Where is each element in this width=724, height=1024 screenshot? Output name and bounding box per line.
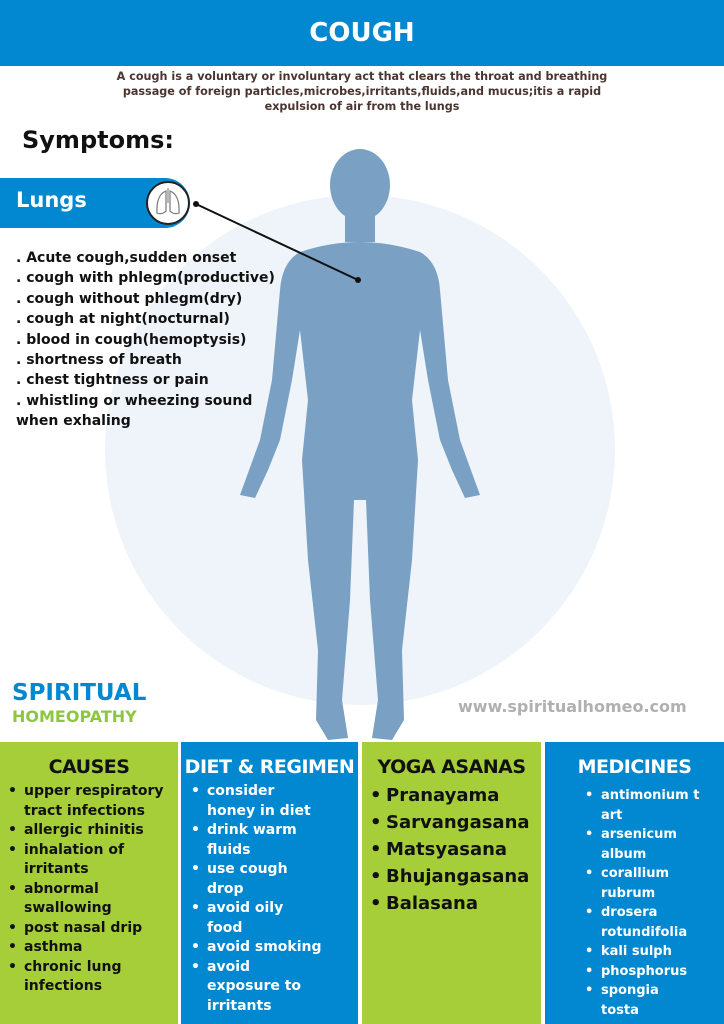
list-item: drink warm fluids bbox=[183, 821, 303, 860]
body-figure bbox=[105, 149, 615, 740]
symptom-item: . Acute cough,sudden onset bbox=[16, 250, 237, 266]
column-title: YOGA ASANAS bbox=[377, 756, 526, 778]
brand-line1: SPIRITUAL bbox=[12, 680, 147, 706]
list-item: avoid oily food bbox=[183, 899, 293, 938]
list-item: antimonium tart bbox=[577, 786, 707, 825]
symptom-list: . Acute cough,sudden onset . cough with … bbox=[16, 248, 275, 432]
symptom-item: . cough at night(nocturnal) bbox=[16, 311, 230, 328]
list-item: Sarvangasana bbox=[362, 809, 541, 836]
list-item: drosera rotundifolia bbox=[577, 903, 687, 942]
list-item: allergic rhinitis bbox=[0, 821, 178, 841]
symptom-item: . blood in cough(hemoptysis) bbox=[16, 331, 247, 348]
diet-column: DIET & REGIMEN consider honey in diet dr… bbox=[181, 742, 358, 1024]
list-item: use cough drop bbox=[183, 860, 293, 899]
pointer-line bbox=[195, 203, 359, 281]
list-item: arsenicum album bbox=[577, 825, 687, 864]
list-item: spongia tosta bbox=[577, 981, 677, 1020]
list-item: chronic lung infections bbox=[0, 958, 130, 997]
medicines-column: MEDICINES antimonium tart arsenicum albu… bbox=[545, 742, 724, 1024]
list-item: inhalation of irritants bbox=[0, 841, 130, 880]
list-item: corallium rubrum bbox=[577, 864, 687, 903]
symptoms-heading: Symptoms: bbox=[22, 126, 174, 154]
list-item: Matsyasana bbox=[362, 836, 541, 863]
column-title: DIET & REGIMEN bbox=[184, 756, 355, 778]
intro-text: A cough is a voluntary or involuntary ac… bbox=[116, 70, 608, 113]
list-item: avoid smoking bbox=[183, 938, 358, 958]
symptom-item: . whistling or wheezing sound when exhal… bbox=[16, 392, 253, 430]
list-item: avoid exposure to irritants bbox=[183, 958, 313, 1017]
list-item: Bhujangasana bbox=[362, 863, 541, 890]
column-title: CAUSES bbox=[48, 756, 130, 778]
body-silhouette bbox=[240, 149, 480, 740]
website-url: www.spiritualhomeo.com bbox=[458, 697, 687, 716]
symptom-item: . cough without phlegm(dry) bbox=[16, 290, 243, 307]
list-item: abnormal swallowing bbox=[0, 880, 120, 919]
page-title: COUGH bbox=[0, 0, 724, 66]
list-item: Balasana bbox=[362, 890, 541, 917]
list-item: consider honey in diet bbox=[183, 782, 313, 821]
lungs-icon bbox=[146, 181, 190, 225]
causes-column: CAUSES upper respiratory tract infection… bbox=[0, 742, 178, 1024]
brand-line2: HOMEOPATHY bbox=[12, 707, 137, 726]
list-item: Pranayama bbox=[362, 782, 541, 809]
list-item: post nasal drip bbox=[0, 919, 178, 939]
symptom-item: . chest tightness or pain bbox=[16, 372, 209, 389]
symptom-item: . cough with phlegm(productive) bbox=[16, 270, 275, 287]
list-item: phosphorus bbox=[577, 962, 724, 982]
list-item: kali sulph bbox=[577, 942, 724, 962]
list-item: asthma bbox=[0, 938, 178, 958]
yoga-column: YOGA ASANAS Pranayama Sarvangasana Matsy… bbox=[362, 742, 541, 1024]
symptom-item: . shortness of breath bbox=[16, 352, 182, 369]
list-item: upper respiratory tract infections bbox=[0, 782, 178, 821]
column-title: MEDICINES bbox=[577, 756, 692, 778]
